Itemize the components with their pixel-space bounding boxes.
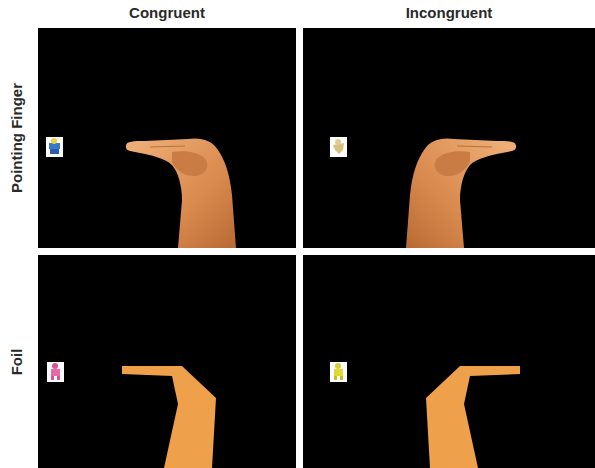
panel <box>38 255 296 468</box>
pointing-hand <box>406 138 516 248</box>
toy-icon <box>330 137 347 157</box>
toy-icon <box>47 362 64 382</box>
column-header: Congruent <box>129 4 205 22</box>
toy-icon <box>46 137 63 157</box>
foil-shape <box>122 366 216 468</box>
column-header: Incongruent <box>406 4 493 22</box>
panel <box>303 28 595 248</box>
pointing-hand <box>126 138 236 248</box>
row-label: Pointing Finger <box>8 83 26 193</box>
foil-shape <box>426 366 520 468</box>
panel <box>303 255 595 468</box>
panel <box>38 28 296 248</box>
toy-icon <box>330 362 347 382</box>
row-label: Foil <box>8 349 26 376</box>
